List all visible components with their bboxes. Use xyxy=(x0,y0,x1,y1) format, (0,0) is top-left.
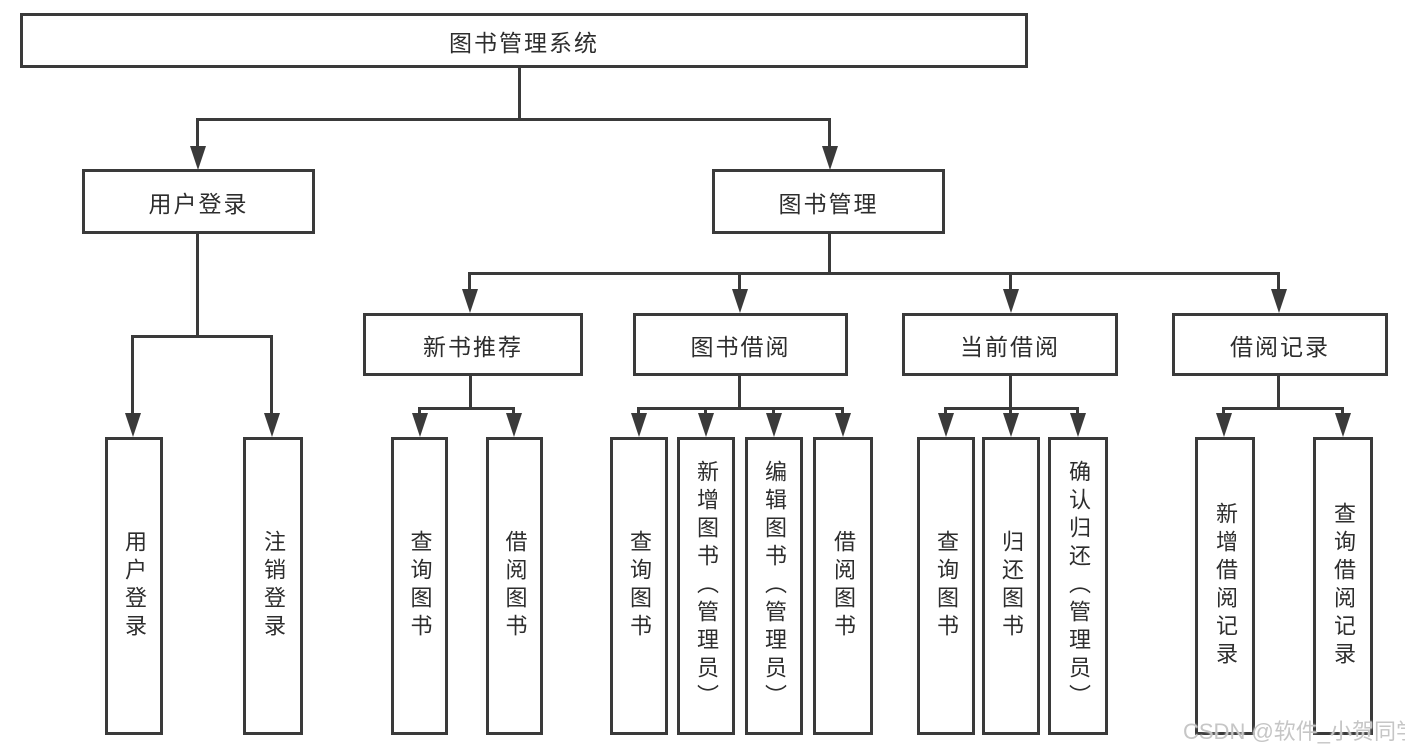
connector-line xyxy=(196,234,199,335)
connector-line xyxy=(1009,376,1012,407)
connector-line xyxy=(637,407,844,410)
leaf-borrow-books-recommend: 借阅图书 xyxy=(486,437,543,735)
arrow-down-icon xyxy=(190,146,206,170)
arrow-down-icon xyxy=(412,413,428,437)
leaf-edit-books-admin: 编辑图书（管理员） xyxy=(745,437,803,735)
leaf-label: 注销登录 xyxy=(261,530,286,642)
leaf-label: 归还图书 xyxy=(999,530,1024,642)
arrow-down-icon xyxy=(766,413,782,437)
arrow-down-icon xyxy=(462,289,478,313)
connector-line xyxy=(944,407,947,417)
arrow-down-icon xyxy=(732,289,748,313)
leaf-label: 借阅图书 xyxy=(831,530,856,642)
connector-line xyxy=(1009,407,1012,417)
connector-line xyxy=(738,272,741,292)
leaf-user-login: 用户登录 xyxy=(105,437,163,735)
leaf-label: 查询借阅记录 xyxy=(1331,502,1356,670)
node-new-book-recommendation: 新书推荐 xyxy=(363,313,583,376)
connector-line xyxy=(1277,376,1280,407)
leaf-query-books-recommend: 查询图书 xyxy=(391,437,448,735)
node-book-borrowing: 图书借阅 xyxy=(633,313,848,376)
arrow-down-icon xyxy=(264,413,280,437)
arrow-down-icon xyxy=(631,413,647,437)
connector-line xyxy=(841,407,844,417)
leaf-label: 借阅图书 xyxy=(502,530,528,642)
leaf-query-books-borrowing: 查询图书 xyxy=(610,437,668,735)
connector-line xyxy=(418,407,515,410)
arrow-down-icon xyxy=(1003,413,1019,437)
node-user-login: 用户登录 xyxy=(82,169,315,234)
arrow-down-icon xyxy=(506,413,522,437)
leaf-label: 查询图书 xyxy=(627,530,652,642)
connector-line xyxy=(704,407,707,417)
leaf-label: 新增借阅记录 xyxy=(1213,502,1238,670)
leaf-add-books-admin: 新增图书（管理员） xyxy=(677,437,735,735)
connector-line xyxy=(1277,272,1280,292)
node-label: 新书推荐 xyxy=(423,333,523,360)
leaf-logout: 注销登录 xyxy=(243,437,303,735)
arrow-down-icon xyxy=(1070,413,1086,437)
leaf-borrow-books: 借阅图书 xyxy=(813,437,873,735)
connector-line xyxy=(512,407,515,417)
connector-line xyxy=(468,272,471,292)
connector-line xyxy=(772,407,775,417)
node-book-management: 图书管理 xyxy=(712,169,945,234)
connector-line xyxy=(1222,407,1225,417)
connector-line xyxy=(196,118,831,121)
arrow-down-icon xyxy=(698,413,714,437)
connector-line xyxy=(518,68,521,118)
leaf-label: 编辑图书（管理员） xyxy=(762,460,787,712)
node-label: 用户登录 xyxy=(148,190,249,217)
connector-line xyxy=(468,272,1280,275)
node-label: 图书管理系统 xyxy=(449,29,599,56)
connector-line xyxy=(131,335,134,415)
connector-line xyxy=(1076,407,1079,417)
node-library-management-system: 图书管理系统 xyxy=(20,13,1028,68)
arrow-down-icon xyxy=(1335,413,1351,437)
connector-line xyxy=(131,335,273,338)
leaf-label: 确认归还（管理员） xyxy=(1066,460,1091,712)
node-label: 图书借阅 xyxy=(690,333,791,360)
node-borrowing-records: 借阅记录 xyxy=(1172,313,1388,376)
node-current-borrowing: 当前借阅 xyxy=(902,313,1118,376)
arrow-down-icon xyxy=(822,146,838,170)
connector-line xyxy=(1009,272,1012,292)
connector-line xyxy=(828,234,831,272)
csdn-watermark: CSDN @软件_小贺同学 xyxy=(1183,719,1405,744)
leaf-label: 用户登录 xyxy=(122,530,147,642)
leaf-return-books: 归还图书 xyxy=(982,437,1040,735)
leaf-label: 查询图书 xyxy=(934,530,959,642)
connector-line xyxy=(828,118,831,148)
connector-line xyxy=(1341,407,1344,417)
connector-line xyxy=(418,407,421,417)
arrow-down-icon xyxy=(1003,289,1019,313)
connector-line xyxy=(270,335,273,415)
leaf-confirm-return-admin: 确认归还（管理员） xyxy=(1048,437,1108,735)
connector-line xyxy=(637,407,640,417)
arrow-down-icon xyxy=(1271,289,1287,313)
connector-line xyxy=(196,118,199,148)
leaf-label: 查询图书 xyxy=(407,530,433,642)
leaf-query-borrow-record: 查询借阅记录 xyxy=(1313,437,1373,735)
arrow-down-icon xyxy=(835,413,851,437)
node-label: 当前借阅 xyxy=(960,333,1060,360)
connector-line xyxy=(1222,407,1344,410)
connector-line xyxy=(469,376,472,407)
arrow-down-icon xyxy=(1216,413,1232,437)
node-label: 借阅记录 xyxy=(1230,333,1330,360)
leaf-query-books-current: 查询图书 xyxy=(917,437,975,735)
arrow-down-icon xyxy=(125,413,141,437)
leaf-label: 新增图书（管理员） xyxy=(694,460,719,712)
arrow-down-icon xyxy=(938,413,954,437)
node-label: 图书管理 xyxy=(778,190,879,217)
leaf-add-borrow-record: 新增借阅记录 xyxy=(1195,437,1255,735)
connector-line xyxy=(738,376,741,407)
